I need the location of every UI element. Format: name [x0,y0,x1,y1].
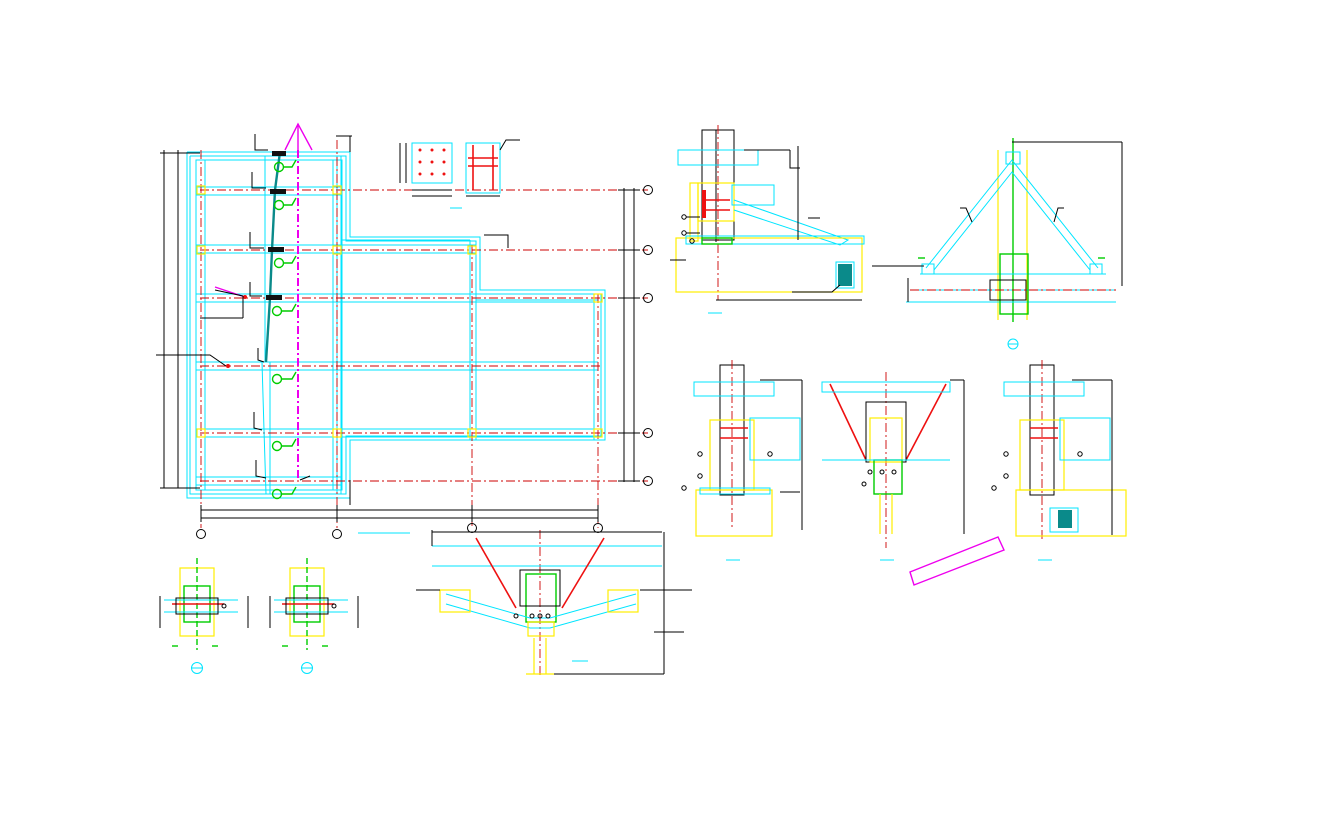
column-splice-detail-a [681,360,803,561]
inclined-member-symbol [909,536,1005,586]
column-splice-detail-c [991,360,1127,561]
bolt-pattern-plate-detail [399,142,462,209]
column-base-brace-detail [670,125,865,314]
stiffener-plate-detail [465,139,520,197]
plan-dimension-lines [160,135,640,522]
a-frame-brace-elevation [872,138,1123,350]
plan-leader-lines [156,134,509,481]
plan-connection-plates [266,151,286,300]
structural-floor-plan [156,122,653,539]
plan-section-callouts [271,159,297,500]
column-section-b [269,558,359,674]
v-brace-connection-detail [416,530,692,676]
plan-grid-bubbles [196,185,653,539]
plan-columns [196,185,603,438]
column-section-a [159,558,249,674]
column-v-brace-detail-b [821,372,965,561]
